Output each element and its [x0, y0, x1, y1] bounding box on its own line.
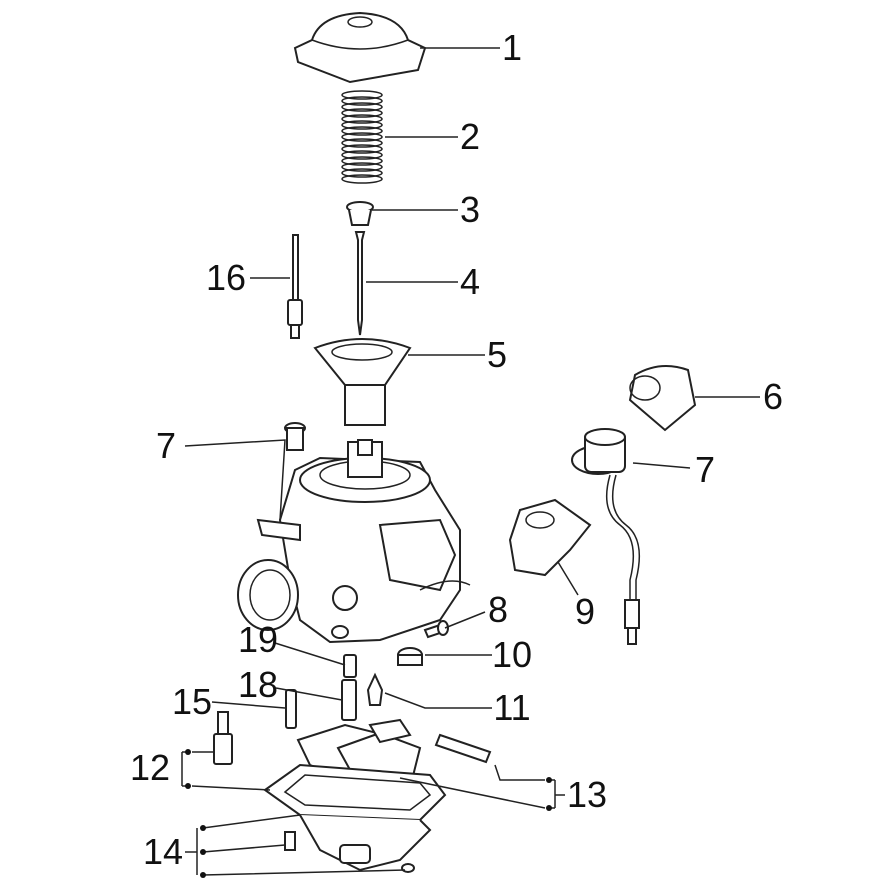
- bracket-dots: [185, 749, 552, 878]
- spring-coil: [341, 162, 383, 172]
- spring-coil: [341, 120, 383, 130]
- choke-cap-part: [628, 365, 697, 432]
- pilot-jet-part: [285, 689, 297, 729]
- idle-screw-part: [287, 234, 303, 339]
- callout-4: 4: [459, 261, 481, 302]
- callout-7-right: 7: [694, 449, 716, 490]
- spring-coil: [341, 138, 383, 148]
- spring-coil: [341, 168, 383, 178]
- diaphragm-piston-part: [313, 338, 412, 426]
- callout-18: 18: [237, 664, 279, 705]
- spring-coil: [341, 156, 383, 166]
- callout-1: 1: [501, 27, 523, 68]
- plug-part: [397, 647, 423, 666]
- jet-needle-part: [354, 231, 366, 336]
- automatic-choke-part: [571, 428, 641, 645]
- spring-part: [341, 90, 383, 184]
- float-needle-part: [366, 672, 384, 706]
- callout-6: 6: [762, 376, 784, 417]
- screw-part: [423, 620, 449, 639]
- callout-13: 13: [566, 774, 608, 815]
- callout-2: 2: [459, 116, 481, 157]
- spring-coil: [341, 150, 383, 160]
- callout-3: 3: [459, 189, 481, 230]
- cover-screw-part: [284, 422, 306, 451]
- spring-coil: [341, 132, 383, 142]
- accelerator-pump-part: [508, 498, 592, 577]
- spring-coil: [341, 102, 383, 112]
- carburetor-body-part: [237, 439, 471, 644]
- spring-coil: [341, 144, 383, 154]
- callout-8: 8: [487, 589, 509, 630]
- spring-coil: [341, 108, 383, 118]
- spring-coil: [341, 126, 383, 136]
- callout-12: 12: [129, 747, 171, 788]
- callout-9: 9: [574, 591, 596, 632]
- main-jet-part: [343, 654, 357, 678]
- callout-14: 14: [142, 831, 184, 872]
- callout-7-left: 7: [155, 425, 177, 466]
- callout-10: 10: [491, 634, 533, 675]
- callout-19: 19: [237, 619, 279, 660]
- spring-coil: [341, 96, 383, 106]
- callout-11: 11: [493, 687, 531, 728]
- callout-15: 15: [171, 681, 213, 722]
- mixture-screw-part: [213, 711, 233, 765]
- spring-coil: [341, 174, 383, 184]
- spring-coil: [341, 114, 383, 124]
- needle-jet-part: [341, 679, 357, 721]
- retainer-part: [346, 201, 374, 226]
- spring-coil: [341, 90, 383, 100]
- callout-16: 16: [205, 257, 247, 298]
- callout-5: 5: [486, 334, 508, 375]
- top-cover-part: [293, 11, 427, 84]
